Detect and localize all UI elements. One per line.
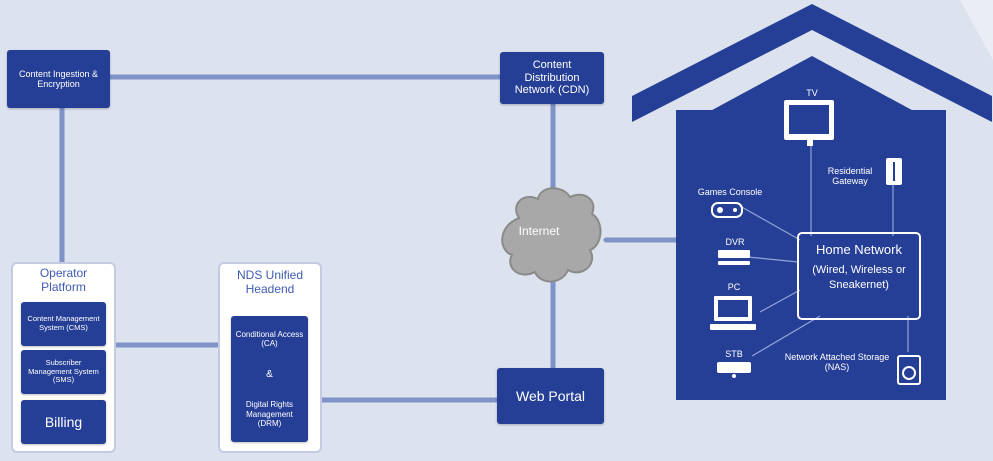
tv-label: TV [806, 88, 818, 98]
games-console-icon [711, 202, 743, 218]
nds-headend-panel: NDS Unified Headend Conditional Access (… [218, 262, 322, 453]
ca-label: Conditional Access (CA) [235, 330, 304, 349]
ca-drm-box: Conditional Access (CA) & Digital Rights… [231, 316, 308, 442]
cloud-icon [501, 187, 602, 283]
games-console-label: Games Console [697, 187, 763, 197]
cms-label: Content Management System (CMS) [27, 314, 100, 332]
nds-headend-title: NDS Unified Headend [236, 268, 304, 297]
cdn-label: Content Distribution Network (CDN) [514, 59, 590, 97]
stb-icon [717, 362, 751, 378]
home-network-subtitle: (Wired, Wireless or Sneakernet) [812, 264, 906, 292]
stb-label: STB [725, 349, 743, 359]
nas-icon [897, 355, 921, 385]
home-network-title: Home Network [816, 242, 902, 257]
sms-label: Subscriber Management System (SMS) [28, 358, 99, 385]
drm-label: Digital Rights Management (DRM) [245, 400, 294, 428]
ampersand-label: & [266, 368, 273, 380]
tv-icon [784, 100, 834, 146]
web-portal-label: Web Portal [516, 387, 585, 404]
content-ingestion-box: Content Ingestion & Encryption [7, 50, 110, 108]
residential-gateway-icon [886, 158, 902, 185]
billing-label: Billing [44, 413, 83, 430]
home-network-box: Home Network (Wired, Wireless or Sneaker… [797, 232, 921, 320]
house-icon [632, 4, 992, 400]
sms-box: Subscriber Management System (SMS) [21, 350, 106, 394]
cdn-box: Content Distribution Network (CDN) [500, 52, 604, 104]
internet-label: Internet [518, 224, 560, 238]
web-portal-box: Web Portal [497, 368, 604, 424]
content-ingestion-label: Content Ingestion & Encryption [18, 68, 99, 89]
residential-gateway-label: Residential Gateway [827, 166, 873, 187]
nas-label: Network Attached Storage (NAS) [784, 352, 890, 373]
pc-label: PC [727, 282, 741, 292]
dvr-label: DVR [725, 237, 745, 247]
operator-platform-panel: Operator Platform Content Management Sys… [11, 262, 116, 453]
billing-box: Billing [21, 400, 106, 444]
dvr-icon [718, 250, 750, 265]
cms-box: Content Management System (CMS) [21, 302, 106, 346]
pc-icon [710, 296, 756, 330]
operator-platform-title: Operator Platform [39, 266, 88, 295]
